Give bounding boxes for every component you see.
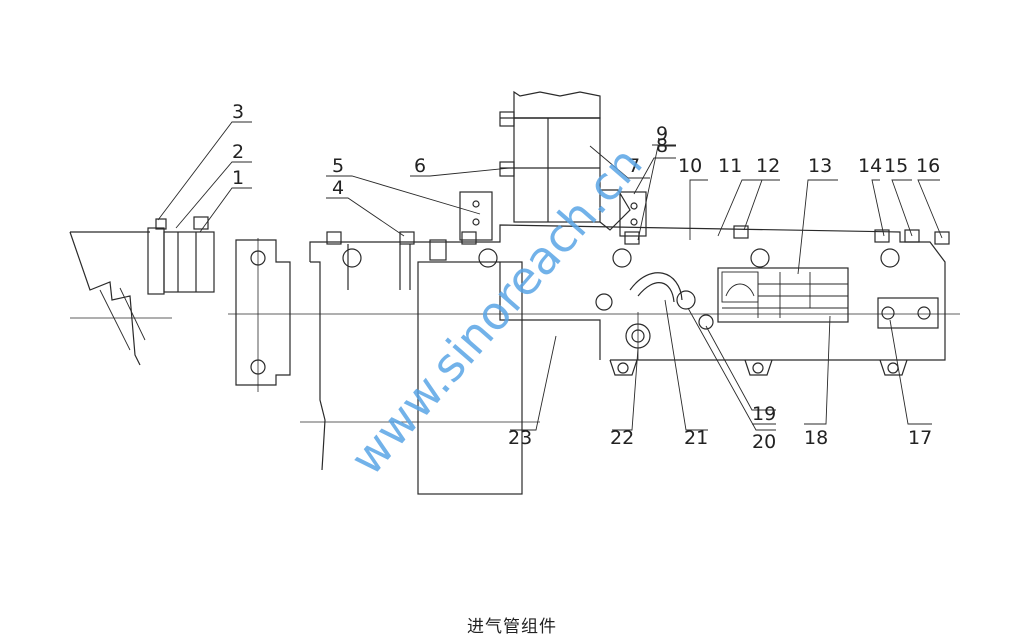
bent-pipe xyxy=(595,272,714,360)
callout-13: 13 xyxy=(808,155,832,177)
callout-8: 8 xyxy=(656,135,668,157)
nameplate xyxy=(717,267,849,323)
callout-20: 20 xyxy=(752,431,776,453)
callout-11: 11 xyxy=(718,155,742,177)
callout-19: 19 xyxy=(752,403,776,425)
callout-18: 18 xyxy=(804,427,828,449)
callout-16: 16 xyxy=(916,155,940,177)
callout-7: 7 xyxy=(628,155,640,177)
callout-17: 17 xyxy=(908,427,932,449)
callout-2: 2 xyxy=(232,141,244,163)
callout-6: 6 xyxy=(414,155,426,177)
watermark-text: www.sinoreach.cn xyxy=(340,136,653,485)
callout-1: 1 xyxy=(232,167,244,189)
callout-21: 21 xyxy=(684,427,708,449)
intake-hose-section xyxy=(69,216,215,366)
callout-14: 14 xyxy=(858,155,882,177)
drawing-caption: 进气管组件 xyxy=(467,617,557,637)
leader-lines xyxy=(157,121,943,431)
top-tube xyxy=(459,90,647,241)
intake-manifold-body xyxy=(228,224,960,495)
left-bracket xyxy=(235,238,291,392)
callout-15: 15 xyxy=(884,155,908,177)
callout-9: 9 xyxy=(656,123,668,145)
callout-22: 22 xyxy=(610,427,634,449)
callout-3: 3 xyxy=(232,101,244,123)
callout-23: 23 xyxy=(508,427,532,449)
callout-5: 5 xyxy=(332,155,344,177)
callout-labels: 3 2 1 4 5 6 7 8 9 10 11 12 13 14 15 16 1… xyxy=(232,101,940,453)
callout-4: 4 xyxy=(332,177,344,199)
callout-12: 12 xyxy=(756,155,780,177)
callout-10: 10 xyxy=(678,155,702,177)
